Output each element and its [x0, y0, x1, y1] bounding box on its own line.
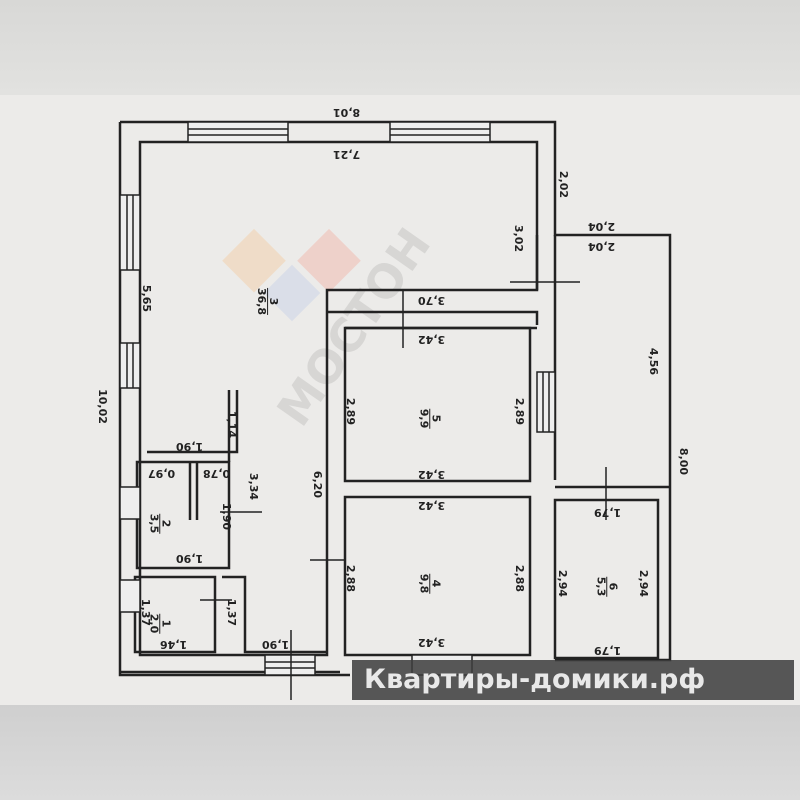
dim-inner-top: 7,21: [333, 148, 361, 161]
dim-r6-top: 1,79: [594, 506, 622, 519]
room-number: 3: [267, 287, 280, 316]
room-area: 9,8: [417, 573, 431, 594]
room-number: 4: [429, 573, 442, 594]
dim-r1-left: 1,37: [139, 598, 153, 627]
room-number: 1: [159, 613, 172, 634]
dim-outer-top: 8,01: [333, 106, 361, 119]
dim-r1-bottom: 1,46: [160, 638, 188, 651]
dim-partition: 1,14: [225, 410, 239, 439]
dim-r5-right: 2,89: [513, 397, 527, 426]
room-number: 5: [429, 408, 442, 429]
dim-r2-bottom: 1,90: [176, 552, 204, 565]
dim-r5-top: 3,42: [418, 333, 446, 346]
dim-r4-right: 2,88: [513, 564, 527, 593]
dim-hall-long: 6,20: [311, 470, 325, 499]
site-watermark: Квартиры-домики.рф: [352, 660, 794, 700]
dim-entry: 1,90: [262, 638, 290, 651]
room-area: 3,5: [147, 513, 161, 534]
dim-right-total: 8,00: [677, 447, 691, 476]
dim-right-top-outer: 2,04: [588, 220, 616, 233]
photo-background-top: [0, 0, 800, 95]
room-number: 6: [606, 576, 619, 597]
dim-r2-b: 0,78: [203, 467, 231, 480]
dim-r6-left: 2,94: [556, 569, 570, 598]
dim-r6-bottom: 1,79: [594, 644, 622, 657]
dim-hall: 3,34: [247, 472, 261, 501]
room-area: 5,3: [594, 576, 608, 597]
dim-r2-height: 1,90: [220, 502, 234, 531]
dim-right-upper: 2,02: [557, 170, 571, 199]
dim-corridor: 3,70: [418, 294, 446, 307]
dim-r4-left: 2,88: [344, 564, 358, 593]
dim-r3-bottom: 1,90: [176, 440, 204, 453]
room-number: 2: [159, 513, 172, 534]
dim-left-room3: 5,65: [140, 284, 154, 313]
dim-room3-right: 3,02: [512, 224, 526, 253]
dim-r5-bottom: 3,42: [418, 468, 446, 481]
brand-logo: [222, 228, 362, 332]
dim-r2-a: 0,97: [148, 467, 176, 480]
dim-r5-left: 2,89: [344, 397, 358, 426]
dim-r4-top: 3,42: [418, 499, 446, 512]
dim-right-top-inner: 2,04: [588, 240, 616, 253]
dim-right-room: 4,56: [647, 347, 661, 376]
room-area: 9,9: [417, 408, 431, 429]
photo-background-bottom: [0, 705, 800, 800]
room-area: 36,8: [255, 287, 269, 316]
dim-r6-right: 2,94: [637, 569, 651, 598]
dim-r1-right: 1,37: [225, 598, 239, 627]
dim-r4-bottom: 3,42: [418, 636, 446, 649]
dim-left-total: 10,02: [95, 389, 109, 424]
